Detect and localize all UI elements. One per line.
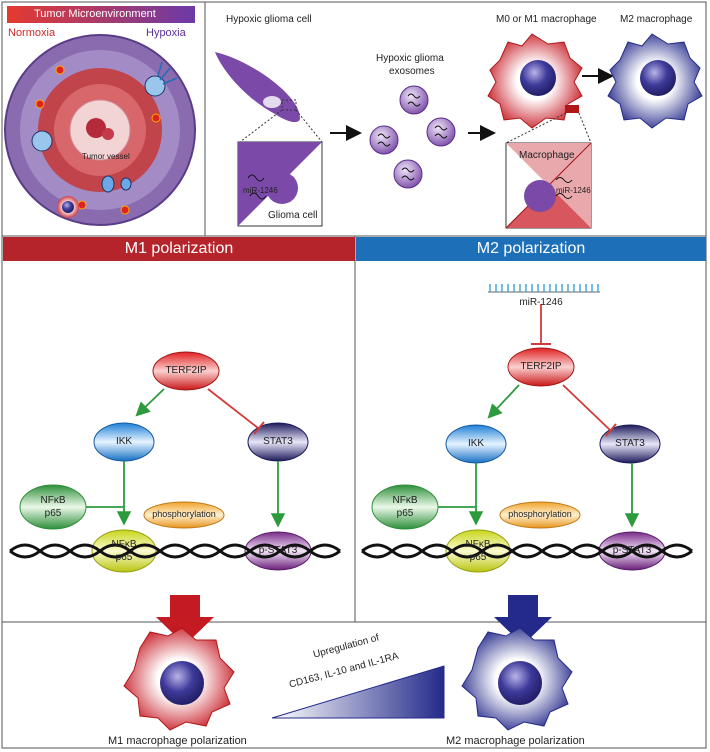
m2-nfkb-label-line1: NFκB [392, 495, 418, 506]
mir-1246-label-right: miR-1246 [556, 186, 591, 195]
m1-pstat3-label: p-STAT3 [258, 545, 298, 556]
m1-nfkb-label-line2: p65 [44, 508, 62, 519]
m2-stat3-label: STAT3 [615, 438, 645, 449]
mir-1246-label-left: miR-1246 [243, 186, 278, 195]
m2-macrophage-label: M2 macrophage [620, 14, 693, 25]
mir-1246-strand [488, 284, 600, 293]
m2-mir-1246-label: miR-1246 [519, 297, 563, 308]
m1-header-bar [3, 237, 355, 261]
m1-nfkb-label-line1: NFκB [40, 495, 66, 506]
m2-nfkb-label-line2: p65 [396, 508, 414, 519]
m2-ikk-label: IKK [467, 438, 485, 449]
m1-stat3-label: STAT3 [263, 436, 293, 447]
macrophage-label: Macrophage [519, 150, 575, 161]
m1-pathway-figure [9, 351, 341, 645]
glioma-cell-label: Glioma cell [268, 210, 318, 221]
exosomes-label-line2: exosomes [389, 66, 435, 77]
m1-nfkb-p65-label-line2: p65 [115, 552, 133, 563]
m2-macrophage-caption: M2 macrophage polarization [446, 735, 585, 747]
exosome-pathway-figure [215, 33, 703, 229]
bottom-panel [123, 627, 573, 731]
normoxia-label: Normoxia [8, 27, 56, 39]
m1-macrophage-caption: M1 macrophage polarization [108, 735, 247, 747]
m2-phosphorylation-label: phosphorylation [508, 509, 572, 519]
m1-nfkb-p65-label-line1: NFκB [111, 539, 137, 550]
tumor-vessel-label: Tumor vessel [82, 152, 130, 161]
hypoxia-label: Hypoxia [146, 27, 186, 39]
tumor-microenvironment-figure [4, 6, 196, 226]
m2-down-arrow [494, 595, 552, 645]
m2-header-bar [356, 237, 706, 261]
hypoxic-glioma-cell-label: Hypoxic glioma cell [226, 14, 312, 25]
m2-pathway-figure [361, 284, 693, 645]
exosomes-label-line1: Hypoxic glioma [376, 53, 444, 64]
exosome-vesicles [369, 85, 456, 189]
m2-polarization-header: M2 polarization [476, 240, 586, 257]
tme-title: Tumor Microenvironment [34, 8, 156, 20]
m1-terf2ip-label: TERF2IP [165, 365, 207, 376]
m1-down-arrow [156, 595, 214, 645]
m1-phosphorylation-label: phosphorylation [152, 509, 216, 519]
m2-terf2ip-label: TERF2IP [520, 361, 562, 372]
m2-nfkb-p65-label-line2: p65 [469, 552, 487, 563]
m2-nfkb-p65-label-line1: NFκB [465, 539, 491, 550]
m0-m1-macrophage-label: M0 or M1 macrophage [496, 14, 597, 25]
m1-polarization-header: M1 polarization [124, 240, 234, 257]
m1-ikk-label: IKK [115, 436, 133, 447]
tme-gradient-bar [7, 6, 195, 23]
m2-pstat3-label: p-STAT3 [612, 545, 652, 556]
upregulation-wedge [271, 665, 445, 719]
